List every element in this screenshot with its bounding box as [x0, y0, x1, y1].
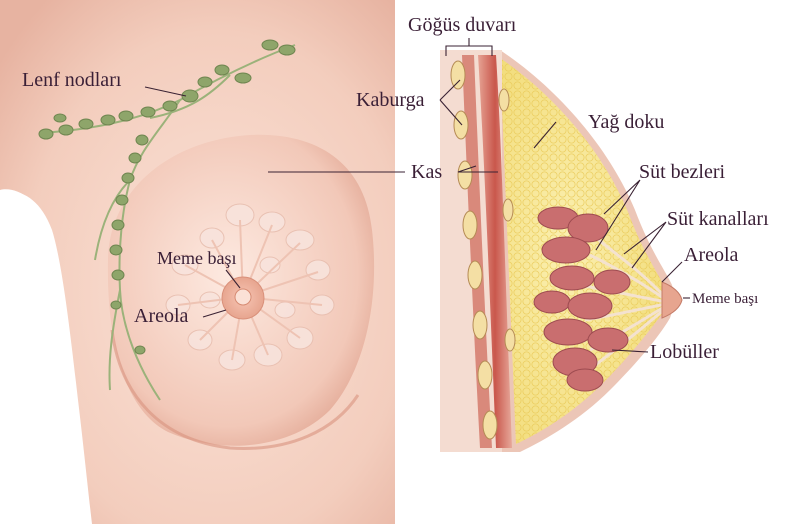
- label-ribs: Kaburga: [356, 89, 425, 111]
- label-fatty-tissue: Yağ doku: [588, 111, 664, 133]
- label-lobules: Lobüller: [650, 341, 719, 363]
- label-nipple-frontal: Meme başı: [157, 248, 236, 268]
- nipple-frontal: [235, 289, 251, 305]
- nipple-profile: [662, 282, 682, 318]
- label-chest-wall: Göğüs duvarı: [408, 14, 517, 36]
- cross-section-view: [440, 38, 690, 452]
- label-areola-frontal: Areola: [134, 305, 189, 327]
- label-lymph-nodes: Lenf nodları: [22, 69, 122, 91]
- label-muscle: Kas: [411, 161, 442, 183]
- label-milk-glands: Süt bezleri: [639, 161, 726, 183]
- label-milk-ducts: Süt kanalları: [667, 208, 769, 230]
- label-nipple-section: Meme başı: [692, 291, 758, 307]
- label-areola-section: Areola: [684, 244, 739, 266]
